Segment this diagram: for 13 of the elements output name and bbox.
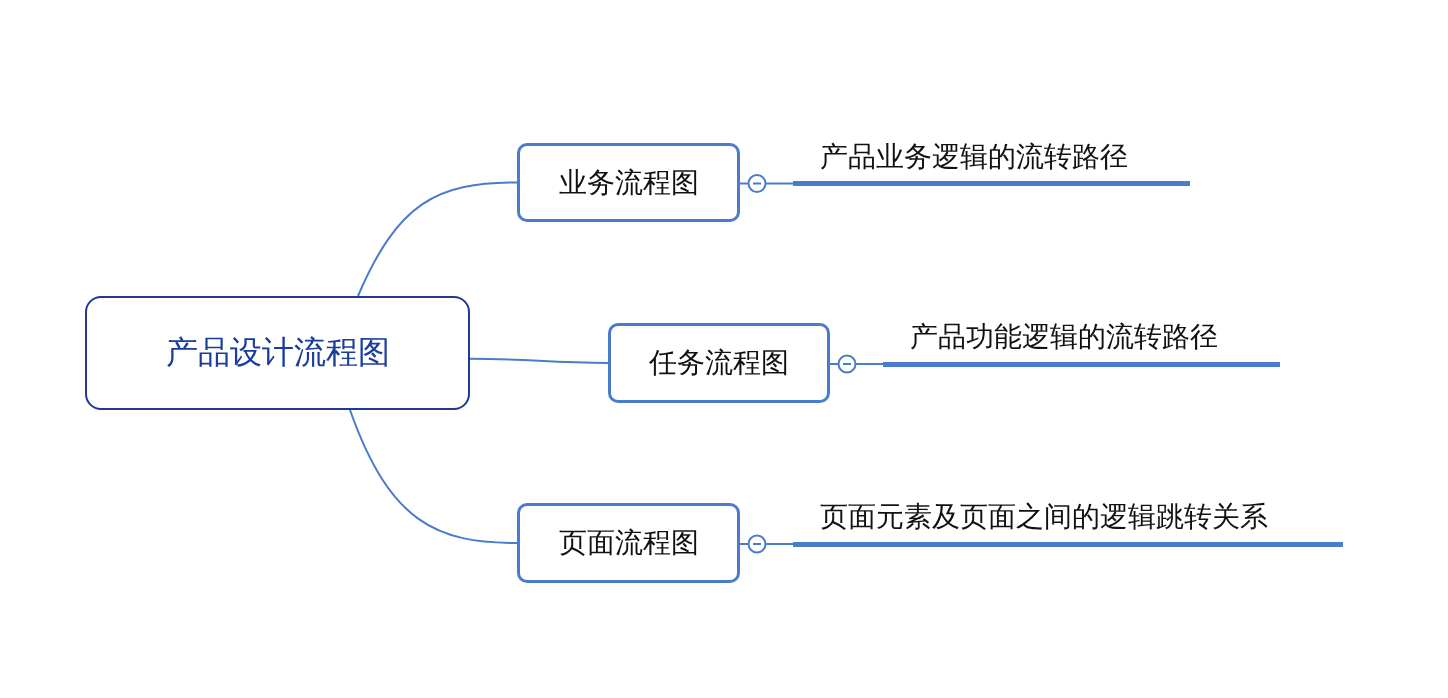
connector-line <box>829 363 884 365</box>
curved-connector <box>357 181 518 297</box>
topic-box: 页面流程图 <box>517 503 740 583</box>
curved-connector <box>469 357 609 364</box>
central-topic-box: 产品设计流程图 <box>85 296 470 410</box>
topic-box: 任务流程图 <box>608 323 830 403</box>
connector-line <box>739 543 794 545</box>
connector-line <box>739 182 794 185</box>
underlined-topic: 产品功能逻辑的流转路径 <box>883 318 1280 367</box>
curved-connector <box>349 409 518 544</box>
topic-box: 业务流程图 <box>517 143 740 222</box>
underlined-topic: 页面元素及页面之间的逻辑跳转关系 <box>793 498 1343 547</box>
underlined-topic: 产品业务逻辑的流转路径 <box>793 138 1190 186</box>
